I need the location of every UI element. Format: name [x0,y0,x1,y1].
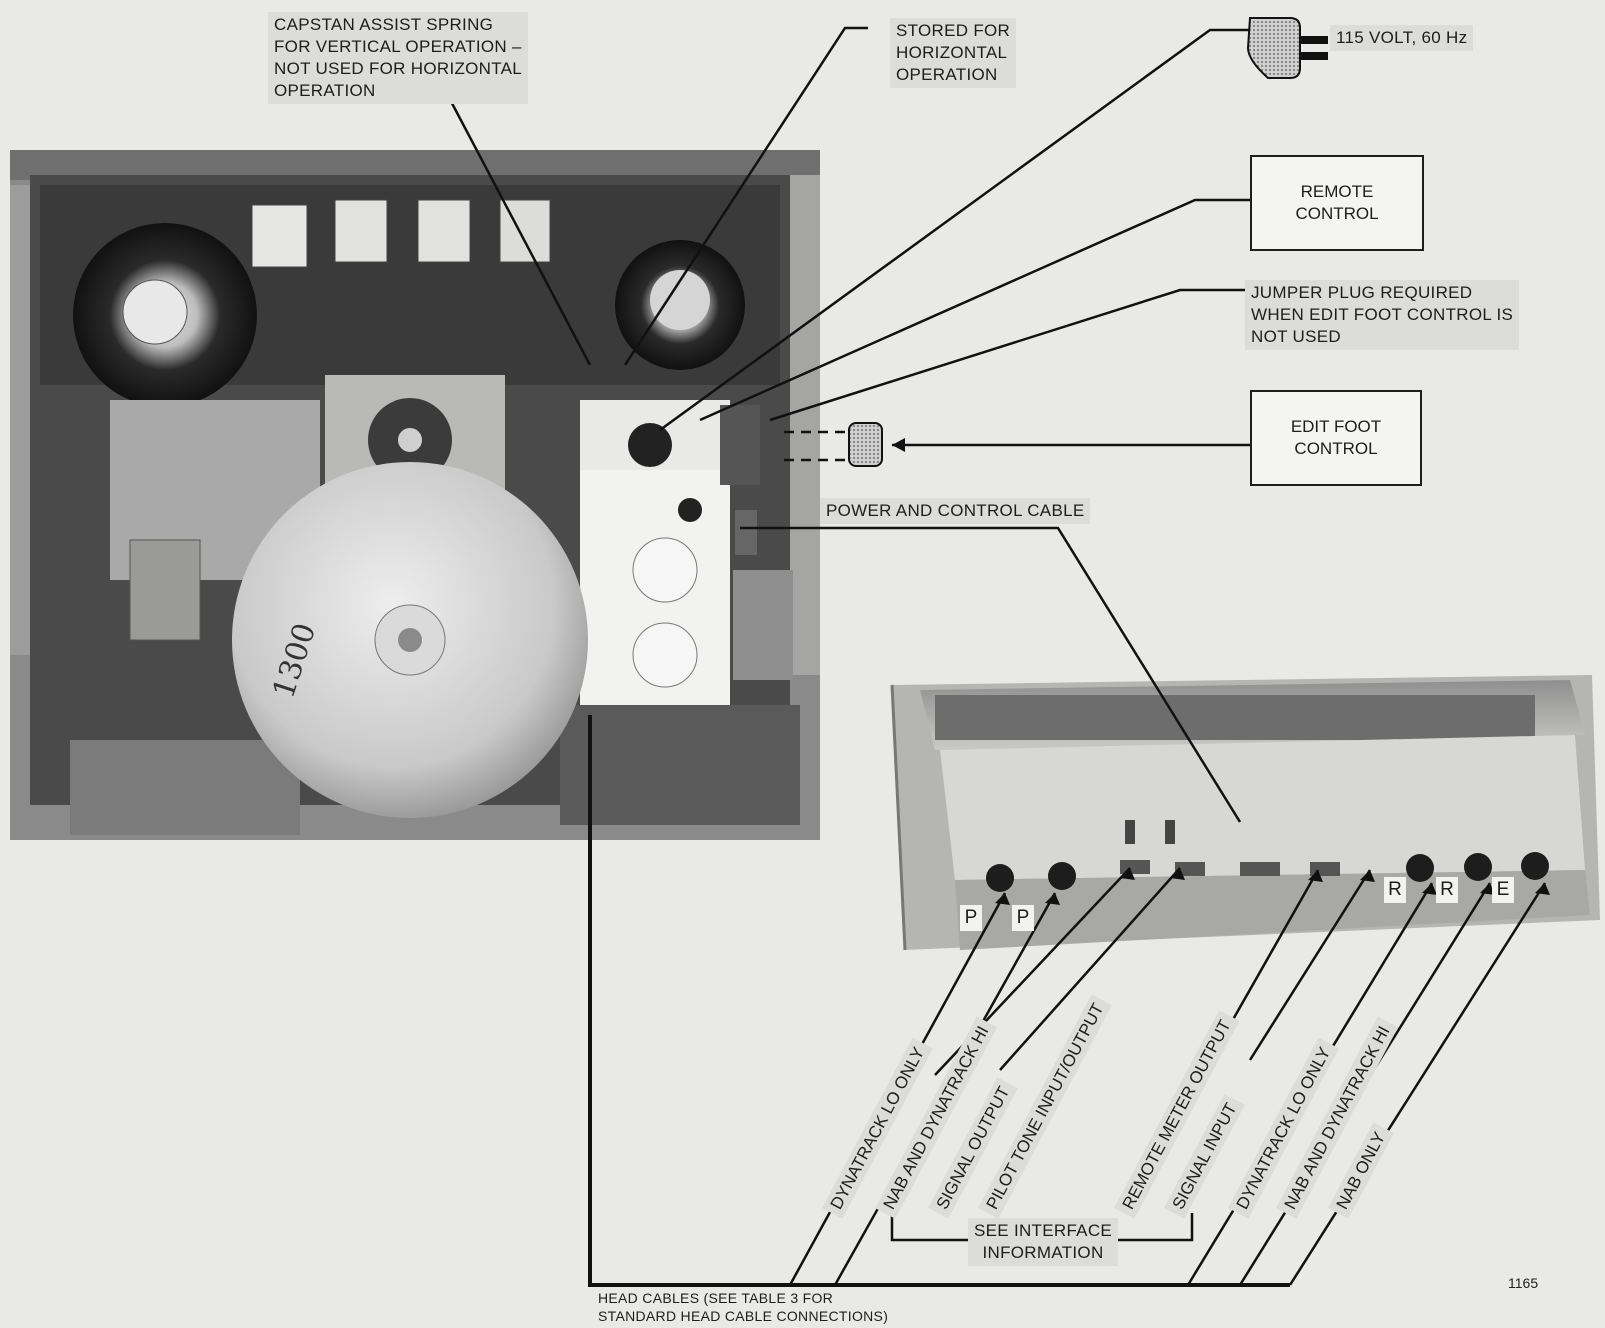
voltage-label: 115 VOLT, 60 Hz [1330,25,1474,51]
connector-letter-p2: P [1012,905,1034,931]
see-interface-label: SEE INTERFACE INFORMATION [968,1218,1119,1266]
rack-panel [890,675,1600,951]
edit-foot-control-box: EDIT FOOT CONTROL [1250,390,1422,486]
remote-control-box: REMOTE CONTROL [1250,155,1424,251]
head-cables-label: HEAD CABLES (SEE TABLE 3 FOR STANDARD HE… [598,1290,889,1324]
connector-letter-e: E [1492,877,1514,903]
capstan-spring-label: CAPSTAN ASSIST SPRING FOR VERTICAL OPERA… [268,12,529,104]
chassis-photo [10,150,820,840]
jumper-plug-icon [784,422,883,467]
power-plug-icon [1246,17,1328,79]
jumper-plug-label: JUMPER PLUG REQUIRED WHEN EDIT FOOT CONT… [1245,280,1520,350]
power-control-cable-label: POWER AND CONTROL CABLE [820,498,1091,524]
figure-number: 1165 [1508,1275,1539,1291]
arrow-heads [892,438,1550,905]
stored-horizontal-label: STORED FOR HORIZONTAL OPERATION [890,18,1017,88]
connector-letter-p1: P [960,905,982,931]
connector-letter-r1: R [1384,877,1406,903]
connector-letter-r2: R [1436,877,1458,903]
